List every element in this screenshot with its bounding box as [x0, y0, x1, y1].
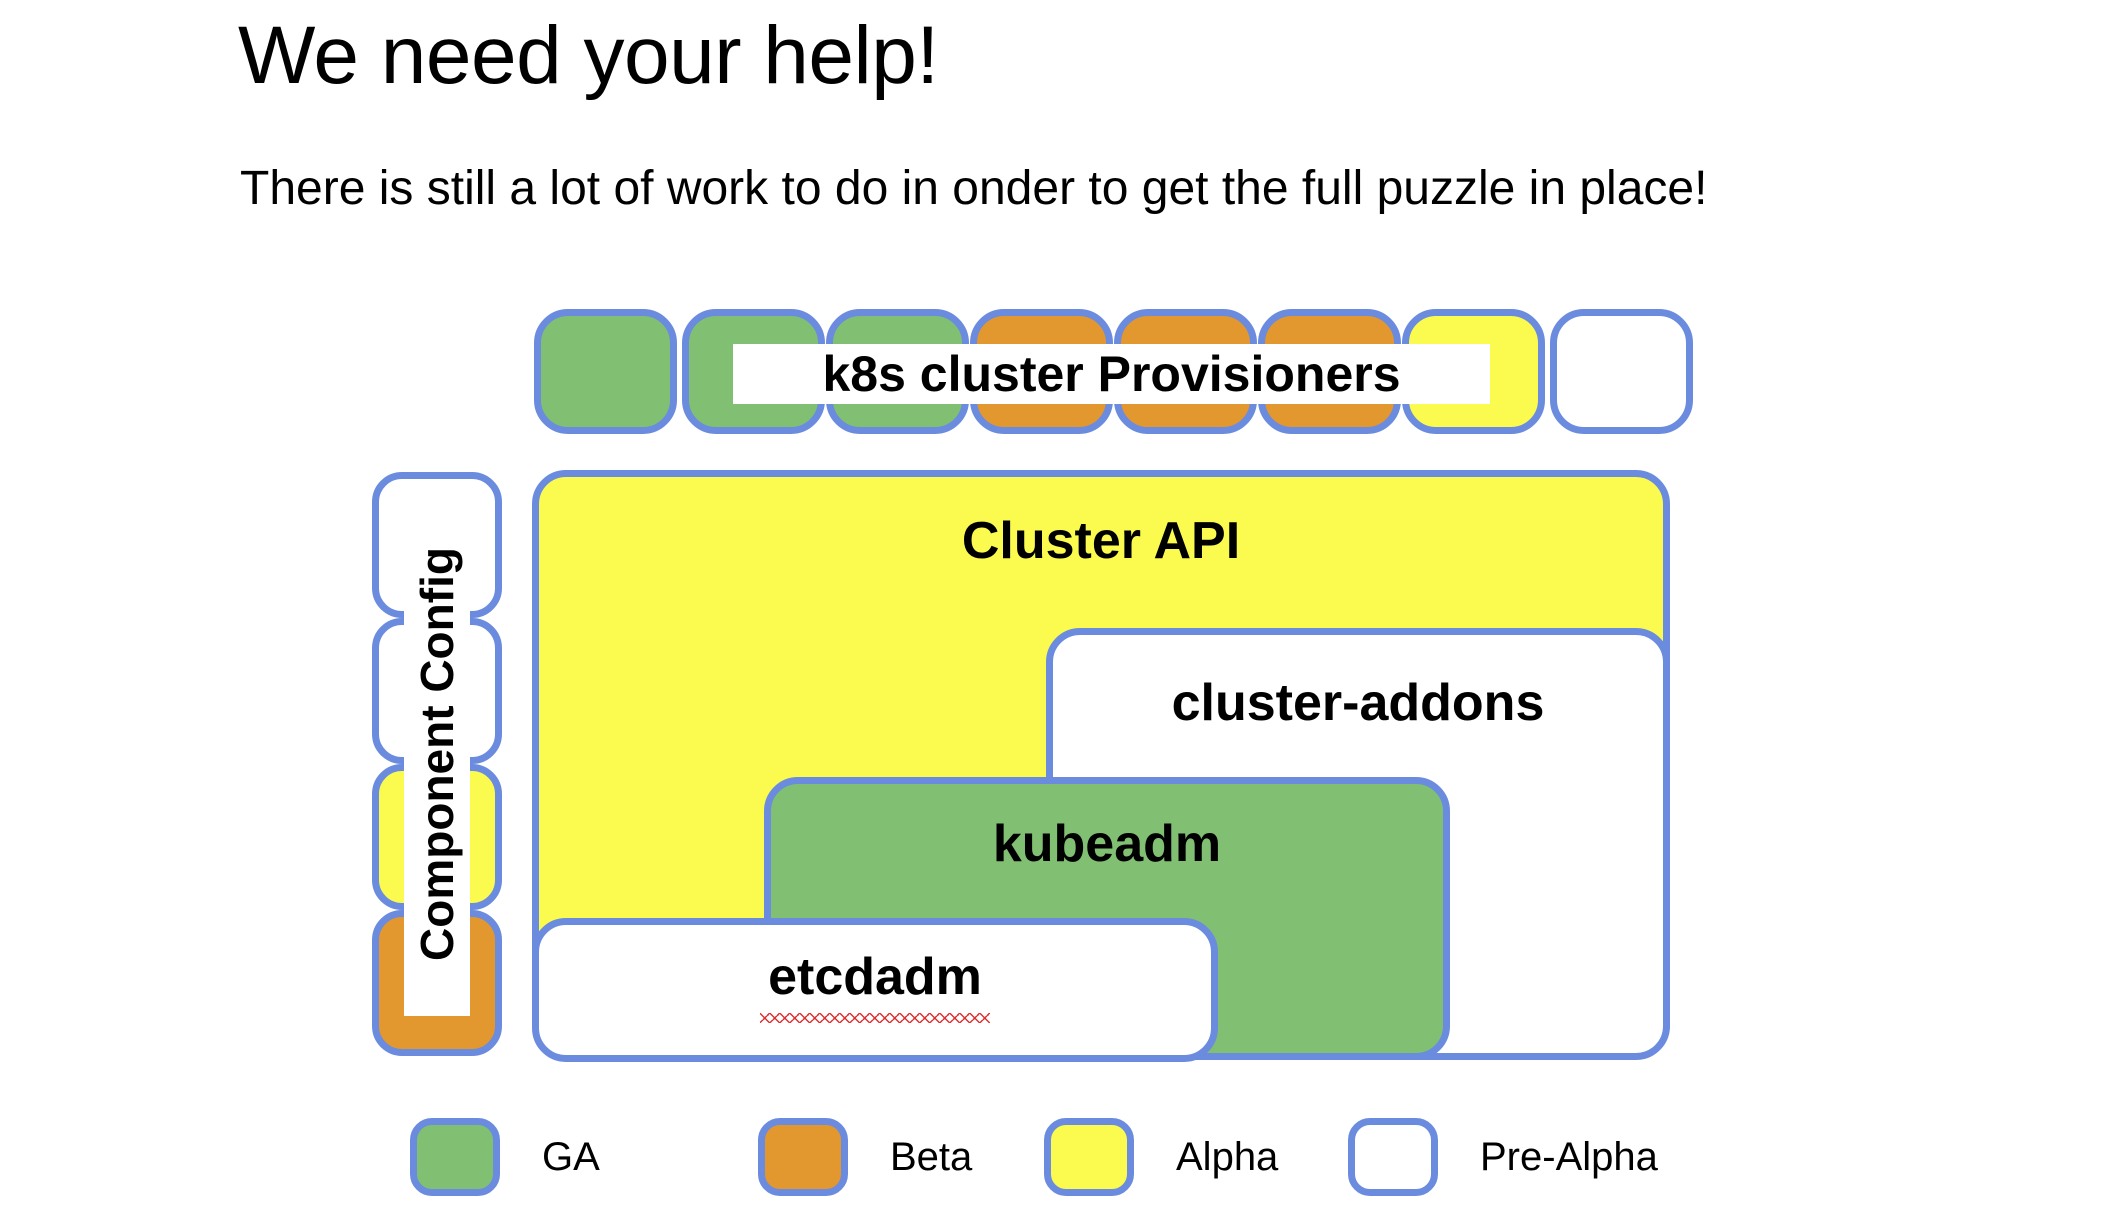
component-config-label-text: Component Config — [411, 547, 464, 961]
etcdadm-box: etcdadm — [532, 918, 1218, 1062]
legend-label-alpha: Alpha — [1176, 1134, 1279, 1179]
legend-item-beta: Beta — [758, 1118, 972, 1196]
kubeadm-label: kubeadm — [992, 815, 1222, 873]
page-subtitle: There is still a lot of work to do in on… — [240, 162, 1708, 215]
legend-item-pre-alpha: Pre-Alpha — [1348, 1118, 1658, 1196]
legend-swatch-alpha — [1044, 1118, 1134, 1196]
spellcheck-underline — [760, 1013, 990, 1023]
legend-label-ga: GA — [542, 1134, 600, 1179]
legend: GA Beta Alpha Pre-Alpha — [0, 1118, 2126, 1218]
component-config-label: Component Config — [404, 492, 470, 1016]
legend-swatch-ga — [410, 1118, 500, 1196]
legend-swatch-pre-alpha — [1348, 1118, 1438, 1196]
cluster-api-label: Cluster API — [961, 512, 1241, 570]
page-title: We need your help! — [238, 10, 939, 101]
legend-label-pre-alpha: Pre-Alpha — [1480, 1134, 1658, 1179]
provisioner-box-8 — [1550, 309, 1693, 434]
legend-label-beta: Beta — [890, 1134, 973, 1179]
provisioner-box-1 — [534, 309, 677, 434]
provisioner-row-label: k8s cluster Provisioners — [733, 344, 1490, 404]
etcdadm-label: etcdadm — [768, 948, 982, 1006]
legend-swatch-beta — [758, 1118, 848, 1196]
legend-item-alpha: Alpha — [1044, 1118, 1278, 1196]
legend-item-ga: GA — [410, 1118, 600, 1196]
cluster-addons-label: cluster-addons — [1171, 674, 1545, 732]
